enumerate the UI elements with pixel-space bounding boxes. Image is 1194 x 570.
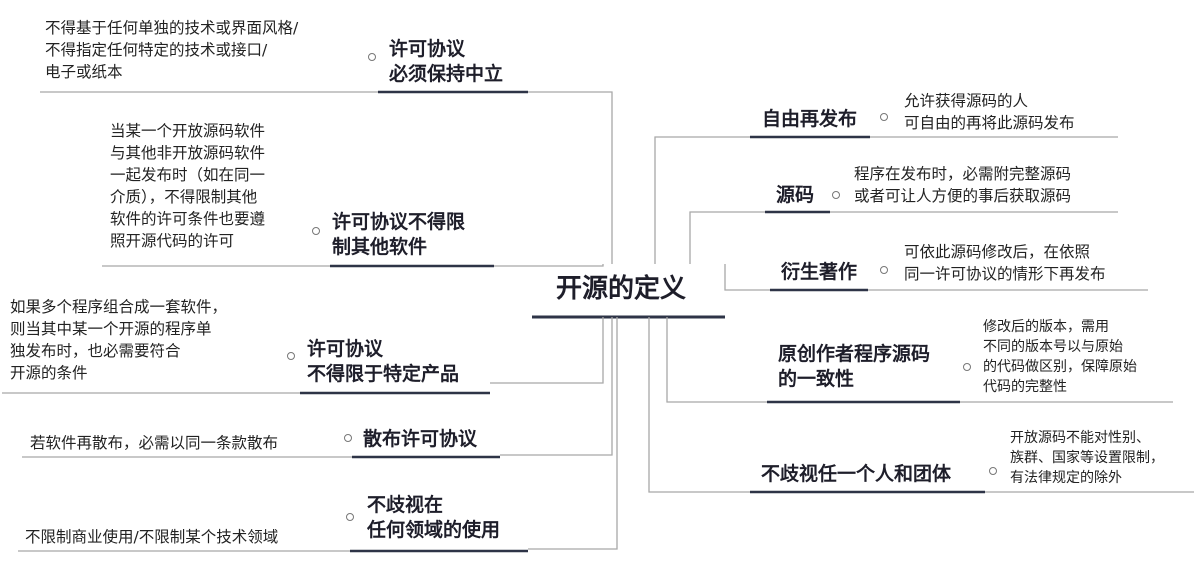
note-line: 可依此源码修改后，在依照: [904, 243, 1091, 261]
note-line: 程序在发布时，必需附完整源码: [854, 165, 1072, 183]
note-line: 开源的条件: [10, 364, 88, 382]
branch-author-source-integrity[interactable]: 原创作者程序源码 的一致性: [778, 342, 930, 392]
note-line: 软件的许可条件也要遵: [110, 210, 266, 228]
note-line: 一起发布时（如在同一: [110, 166, 266, 184]
collapse-dot-icon[interactable]: [832, 191, 840, 199]
branch-label-line: 不得限于特定产品: [307, 363, 460, 385]
note-line: 不限制商业使用/不限制某个技术领域: [25, 528, 279, 546]
branch-label-line: 不歧视在: [367, 494, 444, 516]
branch-label-line: 许可协议不得限: [332, 211, 466, 233]
note-line: 不得指定任何特定的技术或接口/: [45, 41, 268, 59]
branch-label-line: 不歧视任一个人和团体: [761, 463, 952, 485]
branch-license-neutral[interactable]: 许可协议 必须保持中立: [389, 37, 503, 87]
note-line: 不得基于任何单独的技术或界面风格/: [45, 19, 299, 37]
note-line: 介质），不得限制其他: [110, 188, 258, 206]
note-author-source-integrity: 修改后的版本，需用 不同的版本号以与原始 的代码做区别，保障原始 代码的完整性: [983, 317, 1137, 397]
branch-derived-works[interactable]: 衍生著作: [781, 260, 857, 285]
collapse-dot-icon[interactable]: [963, 363, 971, 371]
note-source-code: 程序在发布时，必需附完整源码 或者可让人方便的事后获取源码: [854, 163, 1071, 207]
branch-label-line: 许可协议: [389, 38, 466, 60]
note-line: 同一许可协议的情形下再发布: [904, 265, 1106, 283]
note-line: 电子或纸本: [45, 63, 123, 81]
branch-not-product-specific[interactable]: 许可协议 不得限于特定产品: [307, 337, 459, 387]
branch-no-restrict-other-software[interactable]: 许可协议不得限 制其他软件: [332, 210, 465, 260]
branch-label-line: 任何领域的使用: [367, 519, 501, 541]
note-free-redistribution: 允许获得源码的人 可自由的再将此源码发布: [904, 90, 1075, 134]
note-line: 若软件再散布，必需以同一条款散布: [30, 434, 279, 452]
collapse-dot-icon[interactable]: [989, 467, 997, 475]
root-topic[interactable]: 开源的定义: [556, 274, 687, 304]
branch-label-line: 的一致性: [778, 368, 855, 390]
note-license-neutral: 不得基于任何单独的技术或界面风格/ 不得指定任何特定的技术或接口/ 电子或纸本: [45, 17, 298, 83]
note-distribution-license: 若软件再散布，必需以同一条款散布: [30, 432, 278, 454]
note-line: 的代码做区别，保障原始: [983, 359, 1137, 375]
note-line: 如果多个程序组合成一套软件，: [10, 298, 228, 316]
collapse-dot-icon[interactable]: [346, 513, 354, 521]
note-line: 与其他非开放源码软件: [110, 144, 266, 162]
branch-free-redistribution[interactable]: 自由再发布: [762, 107, 857, 132]
collapse-dot-icon[interactable]: [312, 227, 320, 235]
branch-label-line: 许可协议: [307, 338, 384, 360]
branch-no-discrimination-persons[interactable]: 不歧视任一个人和团体: [761, 462, 951, 487]
branch-no-field-discrimination[interactable]: 不歧视在 任何领域的使用: [367, 493, 500, 543]
note-line: 可自由的再将此源码发布: [904, 114, 1075, 132]
note-line: 有法律规定的除外: [1010, 470, 1122, 486]
branch-distribution-license[interactable]: 散布许可协议: [363, 427, 477, 452]
collapse-dot-icon[interactable]: [287, 352, 295, 360]
note-no-field-discrimination: 不限制商业使用/不限制某个技术领域: [25, 526, 278, 548]
note-line: 或者可让人方便的事后获取源码: [854, 187, 1072, 205]
note-line: 独发布时，也必需要符合: [10, 342, 181, 360]
note-no-discrimination-persons: 开放源码不能对性别、 族群、国家等设置限制， 有法律规定的除外: [1010, 428, 1164, 488]
collapse-dot-icon[interactable]: [368, 53, 376, 61]
note-line: 代码的完整性: [983, 379, 1067, 395]
branch-source-code[interactable]: 源码: [776, 183, 814, 208]
branch-label-line: 原创作者程序源码: [778, 343, 931, 365]
branch-label-line: 必须保持中立: [389, 63, 504, 85]
note-derived-works: 可依此源码修改后，在依照 同一许可协议的情形下再发布: [904, 241, 1106, 285]
collapse-dot-icon[interactable]: [344, 434, 352, 442]
note-line: 不同的版本号以与原始: [983, 339, 1123, 355]
note-not-product-specific: 如果多个程序组合成一套软件， 则当其中某一个开源的程序单 独发布时，也必需要符合…: [10, 296, 227, 384]
branch-label-line: 自由再发布: [762, 108, 858, 130]
branch-label-line: 源码: [776, 184, 815, 206]
note-line: 允许获得源码的人: [904, 92, 1029, 110]
note-line: 当某一个开放源码软件: [110, 122, 266, 140]
note-line: 族群、国家等设置限制，: [1010, 450, 1164, 466]
branch-label-line: 制其他软件: [332, 236, 428, 258]
note-line: 修改后的版本，需用: [983, 319, 1109, 335]
note-line: 照开源代码的许可: [110, 232, 235, 250]
collapse-dot-icon[interactable]: [880, 113, 888, 121]
note-line: 则当其中某一个开源的程序单: [10, 320, 212, 338]
branch-label-line: 衍生著作: [781, 261, 858, 283]
branch-label-line: 散布许可协议: [363, 428, 478, 450]
note-line: 开放源码不能对性别、: [1010, 430, 1150, 446]
collapse-dot-icon[interactable]: [880, 266, 888, 274]
note-no-restrict-other-software: 当某一个开放源码软件 与其他非开放源码软件 一起发布时（如在同一 介质），不得限…: [110, 120, 265, 252]
